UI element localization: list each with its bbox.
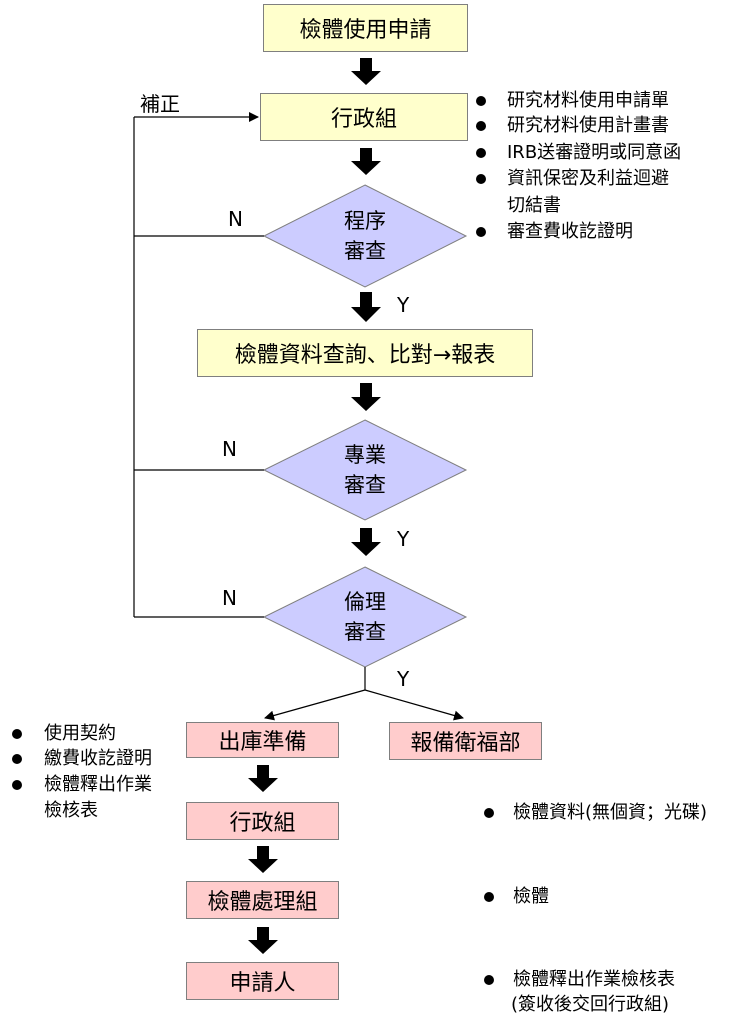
procedure-review-line-1: 程序 bbox=[344, 209, 386, 233]
correction-label: 補正 bbox=[140, 92, 180, 116]
report-mohw-label: 報備衛福部 bbox=[410, 731, 521, 756]
admin-top-label: 行政組 bbox=[330, 107, 397, 132]
specimen-query-box: 檢體資料查詢、比對→報表 bbox=[197, 329, 533, 377]
no-label-professional: N bbox=[222, 437, 237, 461]
specimen-query-label: 檢體資料查詢、比對→報表 bbox=[234, 343, 496, 368]
professional-review-label: 專業 審查 bbox=[305, 440, 425, 500]
yes-label-procedure: Y bbox=[397, 293, 410, 317]
specimen-processing-box: 檢體處理組 bbox=[186, 881, 339, 919]
release-doc-3: 檢體釋出作業 bbox=[44, 774, 152, 795]
application-label: 檢體使用申請 bbox=[299, 18, 432, 43]
admin-doc-5: 審查費收訖證明 bbox=[507, 221, 633, 242]
applicant-box: 申請人 bbox=[186, 962, 339, 1000]
application-box: 檢體使用申請 bbox=[263, 4, 468, 52]
arrow-processing-to-applicant bbox=[248, 927, 278, 954]
applicant-label: 申請人 bbox=[229, 971, 296, 996]
release-prep-label: 出庫準備 bbox=[218, 730, 307, 755]
processing-output-note: 檢體 bbox=[513, 886, 549, 907]
admin-output-note: 檢體資料(無個資；光碟) bbox=[513, 802, 708, 823]
professional-review-line-2: 審查 bbox=[344, 473, 386, 497]
release-doc-2: 繳費收訖證明 bbox=[44, 748, 152, 769]
arrow-professional-to-ethics bbox=[351, 528, 381, 556]
bullets bbox=[12, 96, 494, 985]
release-doc-3-cont: 檢核表 bbox=[44, 800, 98, 821]
procedure-review-line-2: 審查 bbox=[344, 239, 386, 263]
yes-label-professional: Y bbox=[397, 527, 410, 551]
yes-label-ethics: Y bbox=[397, 667, 410, 691]
arrow-admin-to-processing bbox=[248, 846, 278, 873]
admin-doc-4-cont: 切結書 bbox=[507, 195, 561, 216]
thick-arrows bbox=[248, 58, 381, 954]
ethics-yes-split bbox=[264, 667, 464, 721]
release-doc-1: 使用契約 bbox=[44, 723, 116, 744]
arrow-application-to-admin bbox=[351, 58, 381, 85]
release-prep-box: 出庫準備 bbox=[186, 722, 339, 758]
specimen-processing-label: 檢體處理組 bbox=[207, 890, 318, 915]
procedure-review-diamond bbox=[262, 184, 468, 288]
arrow-release-to-admin bbox=[248, 765, 278, 792]
admin-doc-2: 研究材料使用計畫書 bbox=[507, 115, 669, 136]
ethics-review-label: 倫理 審查 bbox=[305, 587, 425, 647]
admin-doc-1: 研究材料使用申請單 bbox=[507, 90, 669, 111]
arrow-admin-to-procedure bbox=[351, 148, 381, 175]
admin-box-bottom: 行政組 bbox=[186, 802, 339, 840]
arrow-procedure-to-query bbox=[351, 292, 381, 322]
admin-doc-4: 資訊保密及利益迴避 bbox=[507, 168, 669, 189]
admin-box-top: 行政組 bbox=[260, 93, 468, 141]
ethics-review-line-1: 倫理 bbox=[344, 590, 386, 614]
no-label-procedure: N bbox=[228, 207, 243, 231]
report-mohw-box: 報備衛福部 bbox=[389, 722, 542, 760]
applicant-output-note-2: (簽收後交回行政組) bbox=[511, 994, 670, 1015]
arrow-query-to-professional bbox=[351, 383, 381, 411]
professional-review-line-1: 專業 bbox=[344, 443, 386, 467]
professional-review-diamond bbox=[262, 419, 468, 521]
no-label-ethics: N bbox=[222, 586, 237, 610]
applicant-output-note-1: 檢體釋出作業檢核表 bbox=[513, 969, 675, 990]
procedure-review-label: 程序 審查 bbox=[305, 206, 425, 266]
feedback-loop bbox=[133, 112, 264, 618]
ethics-review-line-2: 審查 bbox=[344, 620, 386, 644]
admin-bottom-label: 行政組 bbox=[229, 811, 296, 836]
admin-doc-3: IRB送審證明或同意函 bbox=[507, 142, 682, 163]
